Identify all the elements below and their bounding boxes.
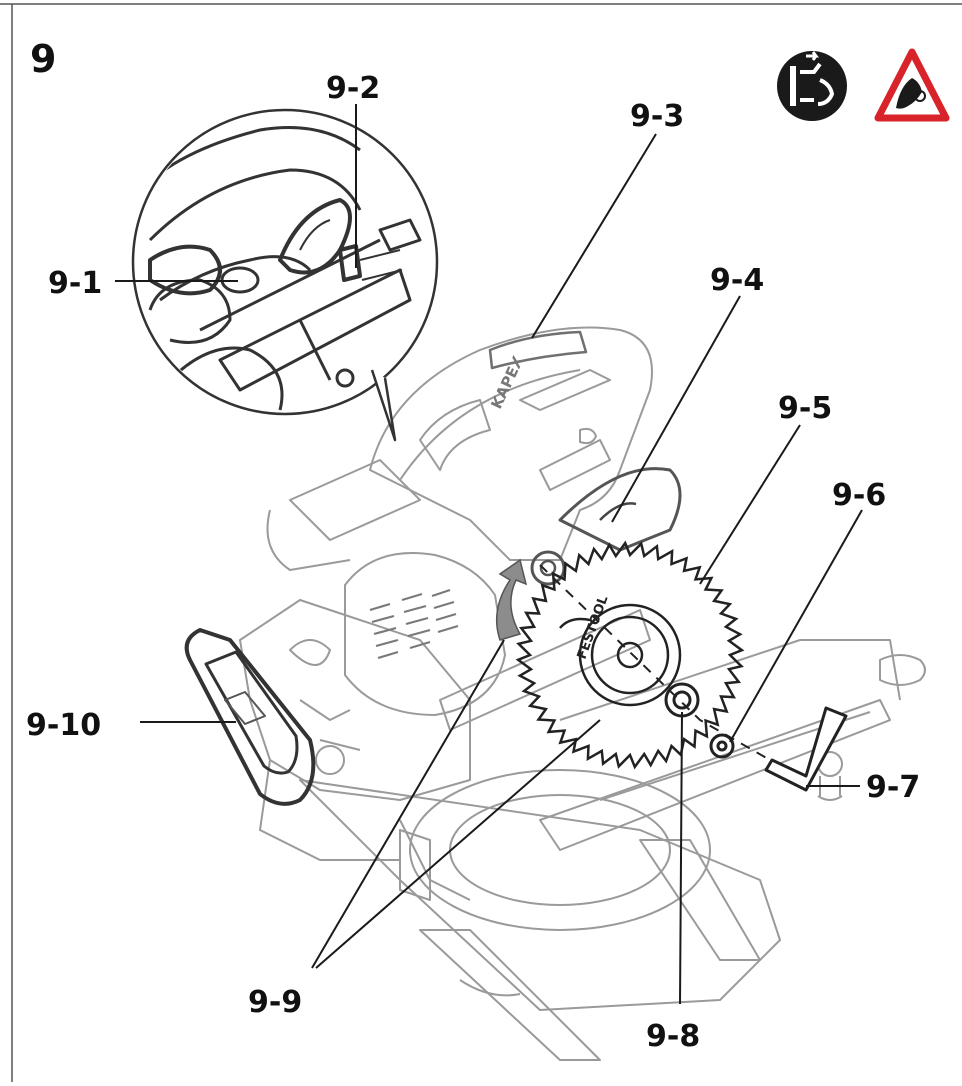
flange <box>664 682 700 718</box>
callout-9-1: 9-1 <box>48 266 102 301</box>
miter-saw-illustration <box>184 326 926 1061</box>
callout-9-5: 9-5 <box>778 391 832 426</box>
callout-9-4: 9-4 <box>710 263 764 298</box>
callout-9-8: 9-8 <box>646 1019 700 1054</box>
hand-injury-warning-icon <box>874 48 950 122</box>
unplug-power-icon <box>777 51 847 121</box>
clamping-screw <box>709 733 735 759</box>
figure-number: 9 <box>30 37 56 81</box>
callout-9-6: 9-6 <box>832 478 886 513</box>
saw-blade: FESTOOL <box>515 540 745 770</box>
detail-magnifier <box>131 108 439 442</box>
leader-lines <box>115 104 863 1005</box>
callout-9-10: 9-10 <box>26 708 101 743</box>
callout-9-3: 9-3 <box>630 99 684 134</box>
direction-arrow-icon <box>495 558 528 641</box>
callout-9-9: 9-9 <box>248 985 302 1020</box>
hex-key <box>764 706 848 792</box>
tool-brand-label: KAPEX <box>487 353 527 412</box>
callout-9-7: 9-7 <box>866 770 920 805</box>
callout-9-2: 9-2 <box>326 71 380 106</box>
assembly-axis <box>539 564 771 761</box>
